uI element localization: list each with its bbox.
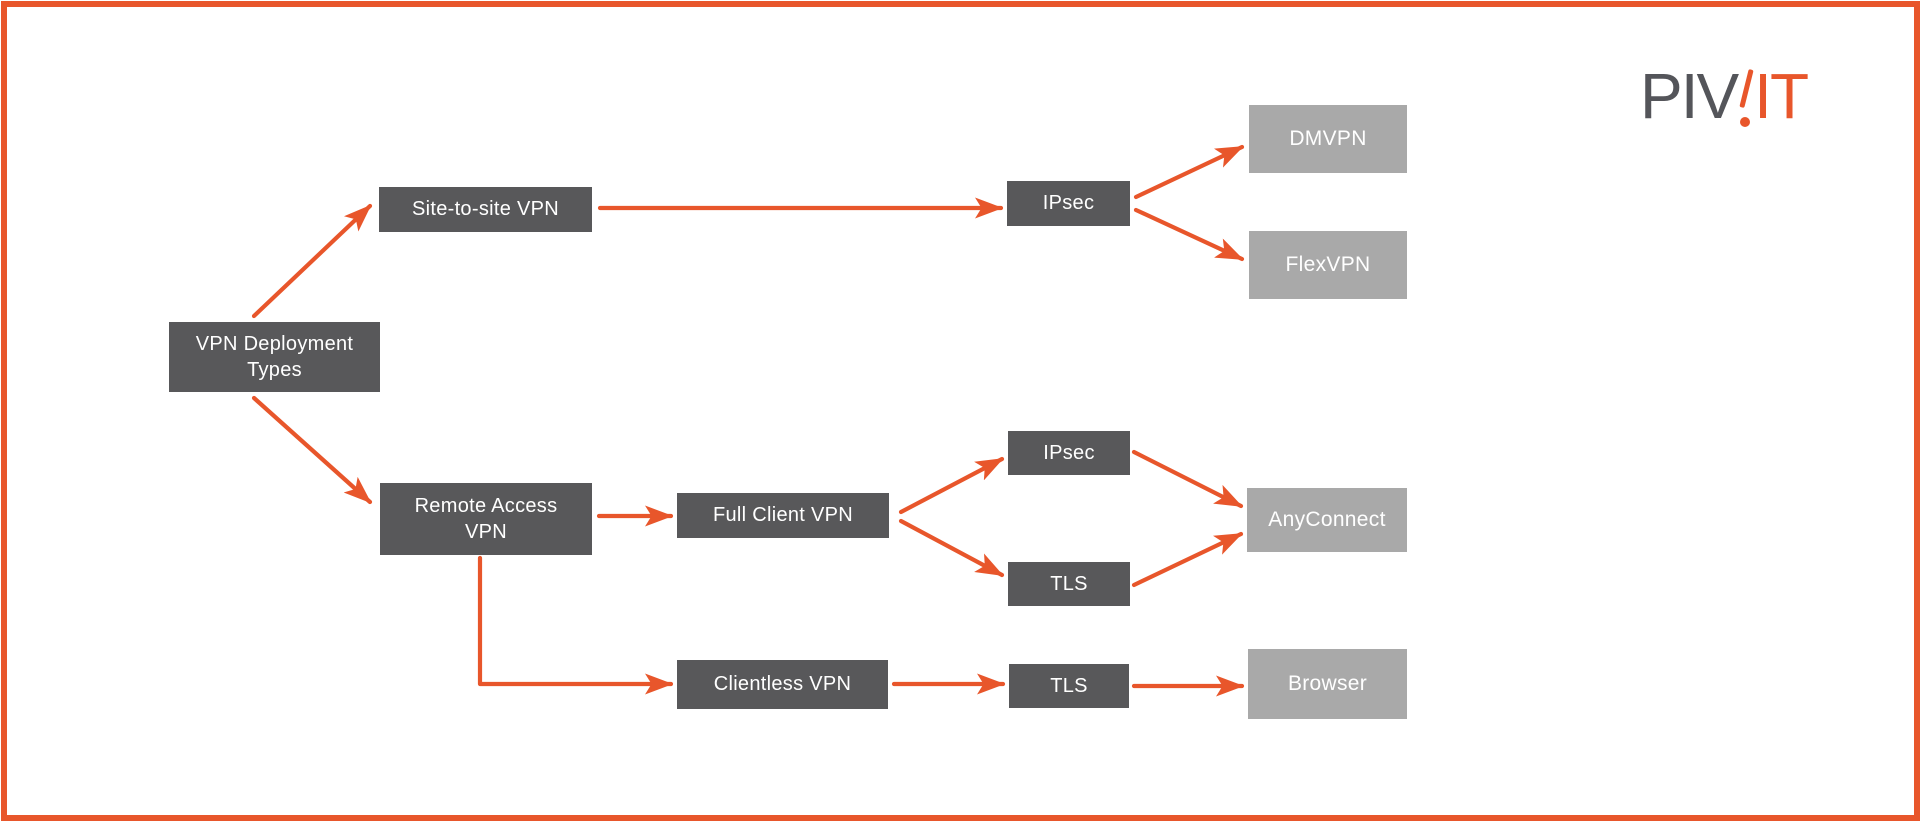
edge-ipsec-site-to-site-to-flexvpn xyxy=(1133,207,1245,262)
node-label: Browser xyxy=(1287,672,1368,696)
node-label: IPsec xyxy=(1043,441,1095,464)
node-label: Full Client VPN xyxy=(712,504,854,527)
node-label: TLS xyxy=(1050,572,1088,595)
logo-text-orange: IT xyxy=(1754,60,1809,132)
node-anyconnect: AnyConnect xyxy=(1247,488,1407,552)
node-ipsec-full-client: IPsec xyxy=(1008,431,1130,475)
edge-vpn-deployment-types-to-remote-access-vpn xyxy=(251,395,373,505)
logo-exclamation-icon xyxy=(1737,64,1754,128)
node-clientless-vpn: Clientless VPN xyxy=(677,660,888,709)
pivit-logo: PIV IT xyxy=(1640,60,1809,132)
edge-tls-full-client-to-anyconnect xyxy=(1131,531,1244,588)
edge-ipsec-site-to-site-to-dmvpn xyxy=(1133,144,1245,200)
node-vpn-deployment-types: VPN Deployment Types xyxy=(169,322,380,392)
node-label: VPN Deployment Types xyxy=(195,332,354,381)
node-flexvpn: FlexVPN xyxy=(1249,231,1407,299)
node-ipsec-site-to-site: IPsec xyxy=(1007,181,1130,226)
node-label: Clientless VPN xyxy=(713,673,852,696)
node-site-to-site-vpn: Site-to-site VPN xyxy=(379,187,592,232)
node-label: TLS xyxy=(1050,674,1088,697)
logo-exclamation-dot xyxy=(1740,117,1751,127)
logo-exclamation-bar xyxy=(1739,68,1754,109)
node-tls-clientless: TLS xyxy=(1009,664,1129,708)
node-label: Remote Access VPN xyxy=(414,494,558,543)
node-remote-access-vpn: Remote Access VPN xyxy=(380,483,592,555)
node-label: IPsec xyxy=(1042,192,1095,215)
node-browser: Browser xyxy=(1248,649,1407,719)
edge-remote-access-vpn-to-clientless-vpn xyxy=(477,555,674,695)
logo-text-gray: PIV xyxy=(1640,60,1739,132)
node-label: Site-to-site VPN xyxy=(411,198,560,221)
node-full-client-vpn: Full Client VPN xyxy=(677,493,889,538)
node-tls-full-client: TLS xyxy=(1008,562,1130,606)
edge-ipsec-full-client-to-anyconnect xyxy=(1131,449,1244,509)
node-label: DMVPN xyxy=(1289,127,1367,151)
edge-full-client-vpn-to-ipsec-full-client xyxy=(898,456,1005,515)
edge-full-client-vpn-to-tls-full-client xyxy=(898,518,1005,578)
node-label: FlexVPN xyxy=(1285,253,1371,277)
node-label: AnyConnect xyxy=(1268,508,1386,532)
node-dmvpn: DMVPN xyxy=(1249,105,1407,173)
edge-vpn-deployment-types-to-site-to-site-vpn xyxy=(251,203,373,319)
